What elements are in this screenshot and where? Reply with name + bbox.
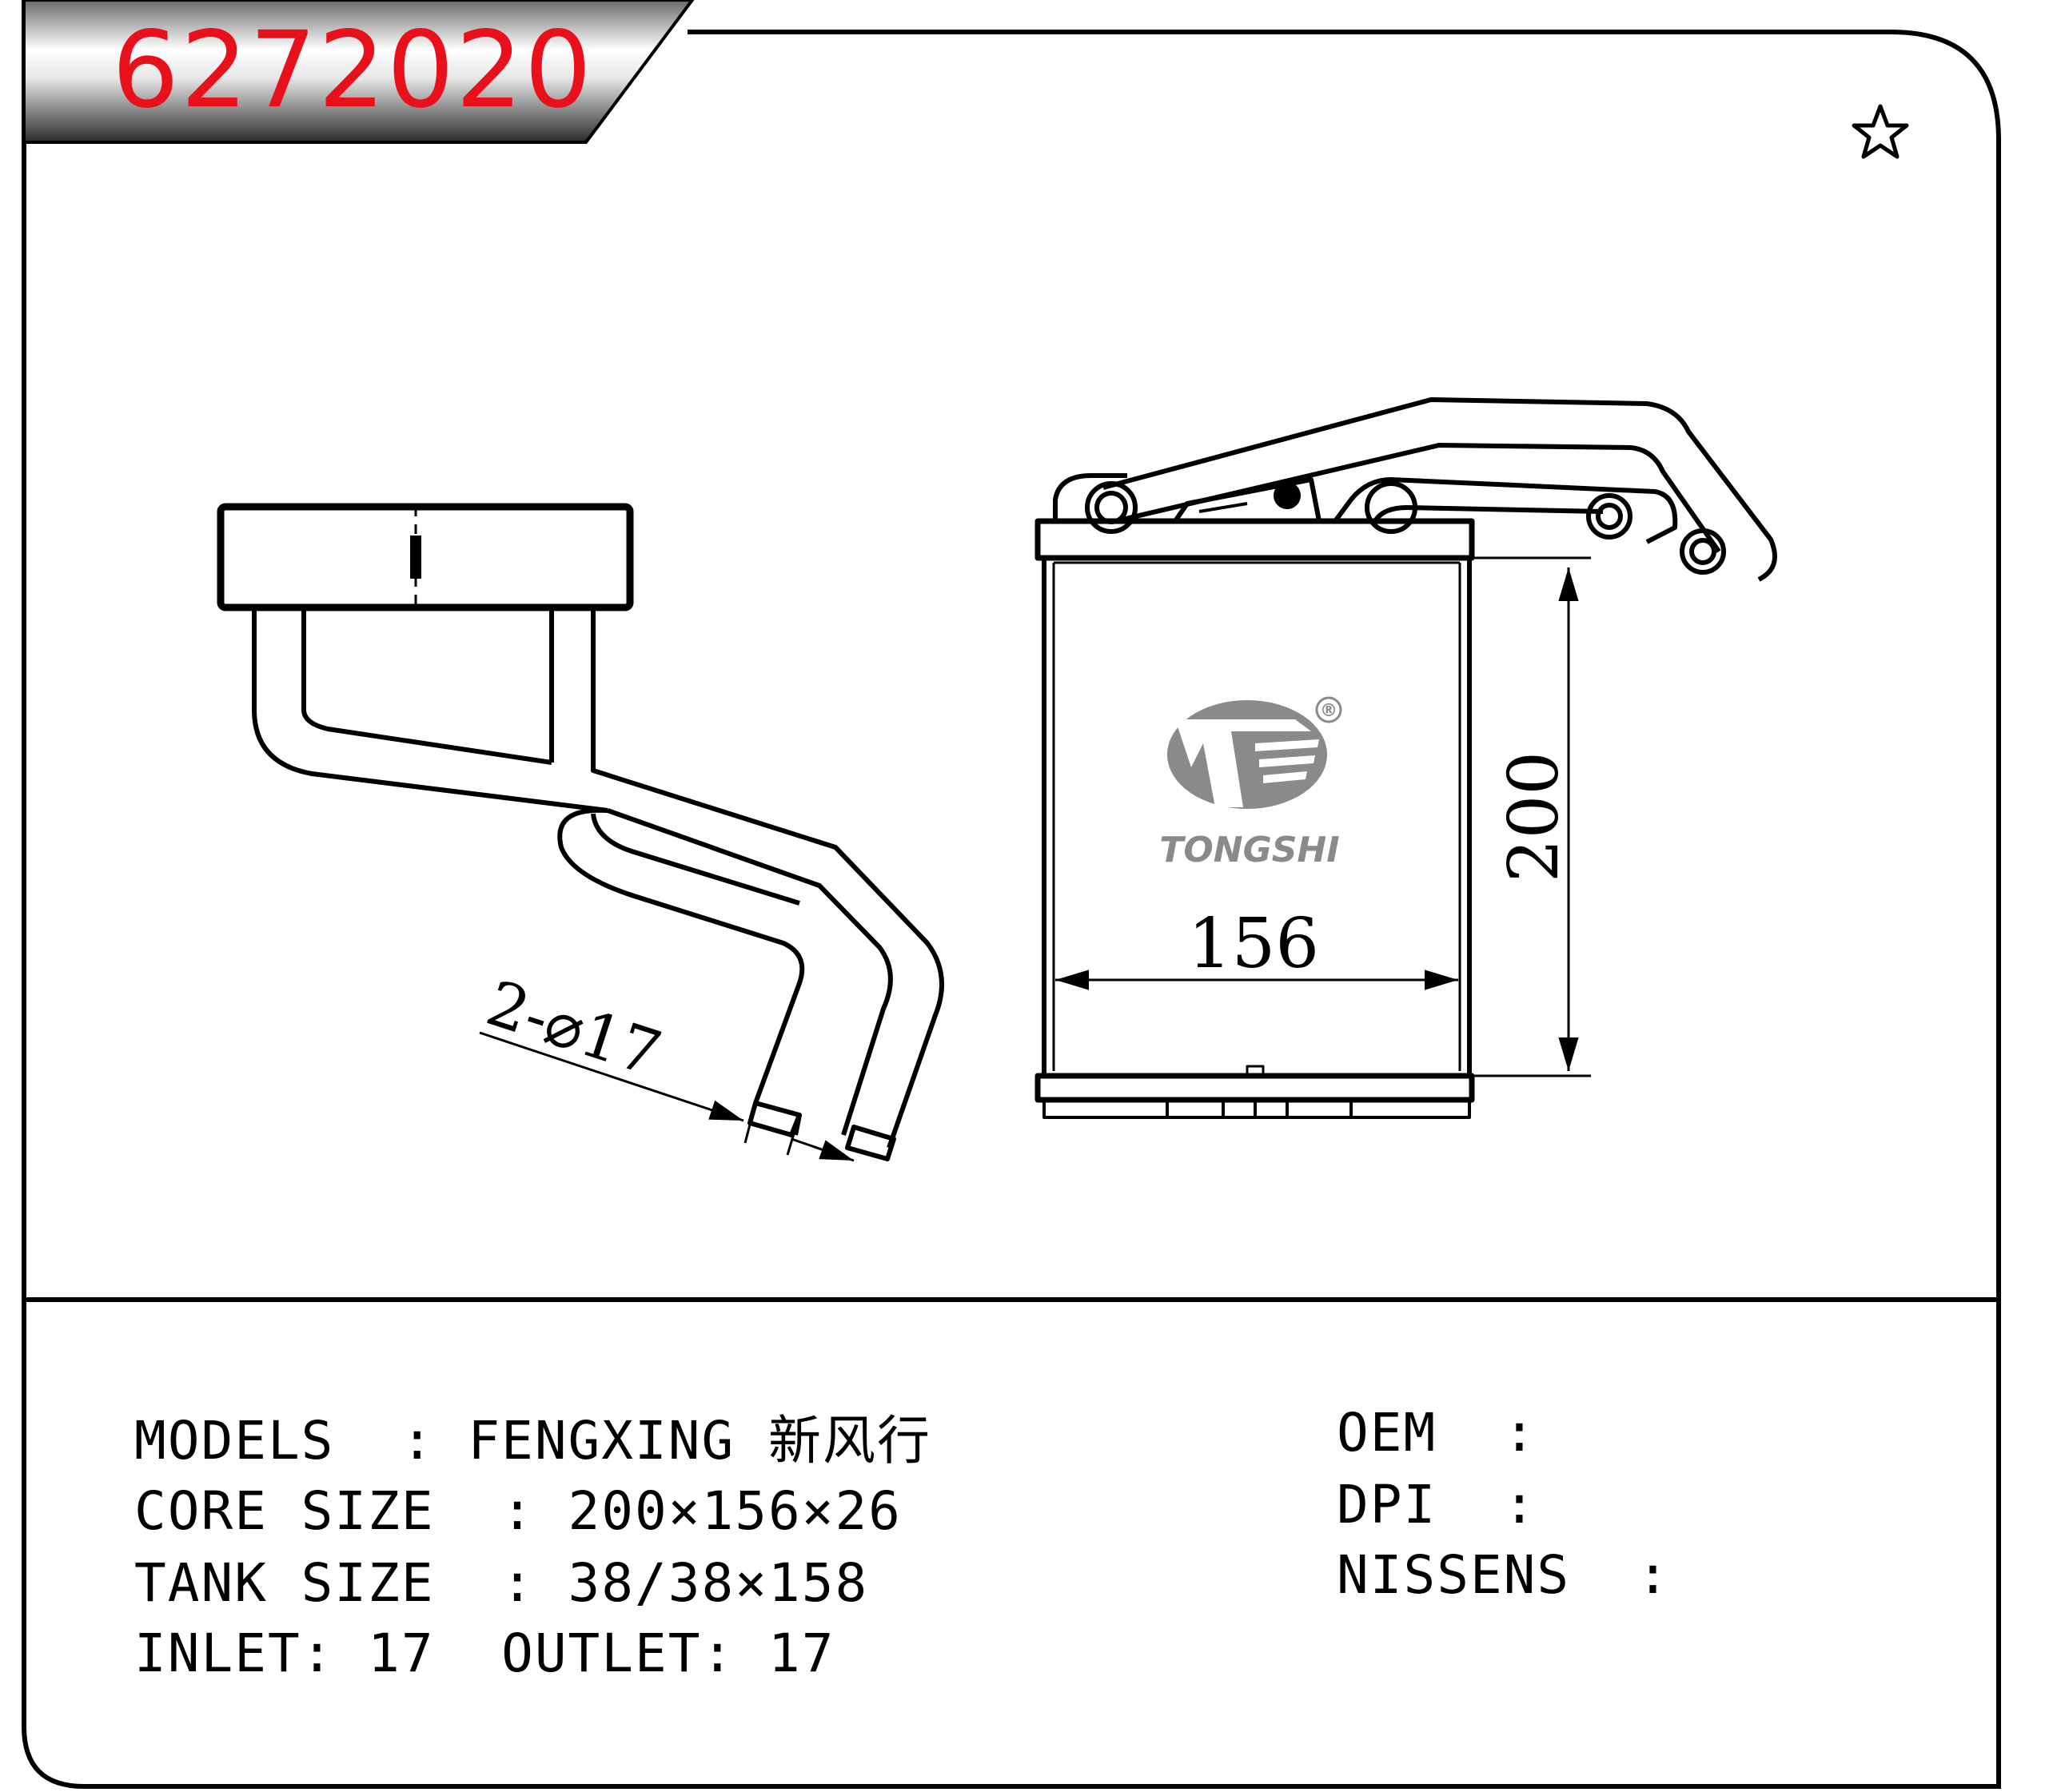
spec-oem: OEM : [1337,1402,1537,1463]
tank-side [217,503,634,611]
spec-core-size: CORE SIZE : 200×156×26 [134,1480,902,1542]
registered-mark: ® [1320,701,1337,721]
spec-inlet-outlet: INLET: 17 OUTLET: 17 [134,1623,835,1684]
width-dimension: 156 [1055,904,1458,990]
spec-dpi: DPI : [1337,1474,1537,1535]
height-label: 200 [1494,751,1574,882]
core-outline [1042,556,1472,1078]
outer-frame [22,0,2001,1789]
front-view [1034,397,1777,1119]
logo-brand-text: TONGSHI [1159,830,1339,870]
part-number-banner [22,0,695,144]
height-dimension: 200 [1469,556,1591,1077]
width-label: 156 [1188,904,1319,984]
pipe-diameter-label: 2-⌀17 [478,967,669,1090]
part-number: 6272020 [112,9,593,132]
side-view [217,503,944,1161]
spec-tank-size: TANK SIZE : 38/38×158 [134,1552,869,1614]
tongshi-logo: ® TONGSHI [1159,696,1342,870]
spec-nissens: NISSENS : [1337,1544,1671,1606]
spec-models: MODELS : FENGXING 新风行 [134,1410,931,1471]
star-icon [1852,104,1909,159]
